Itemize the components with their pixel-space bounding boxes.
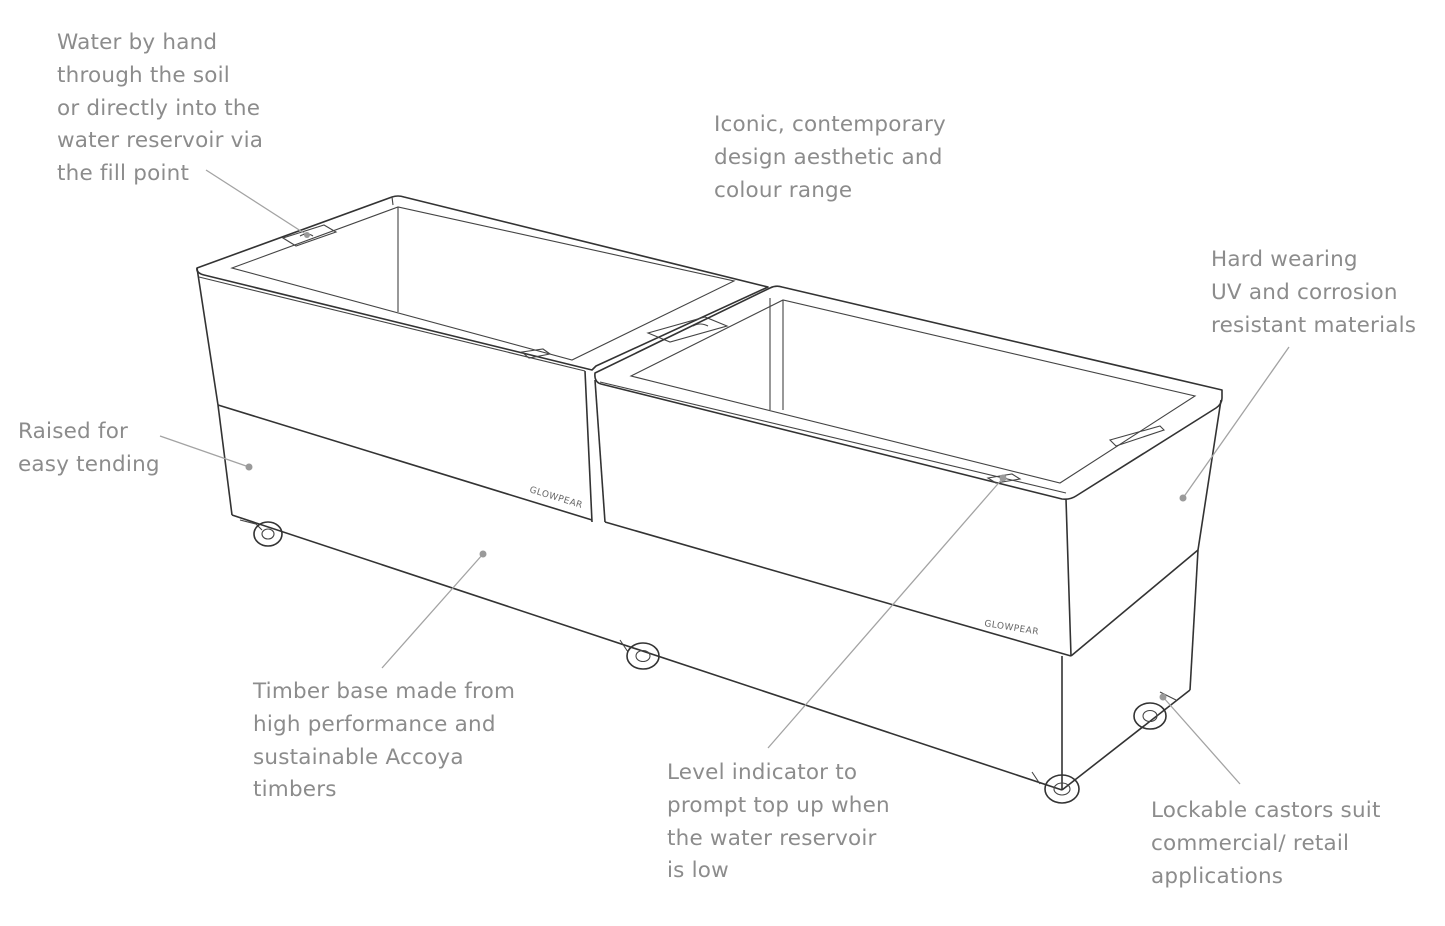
annotation-castors: Lockable castors suit commercial/ retail…: [1151, 795, 1381, 893]
annotation-line: Hard wearing: [1211, 247, 1358, 272]
annotation-line: is low: [667, 858, 729, 884]
annotation-line: Iconic, contemporary: [714, 112, 946, 137]
timber-base: [217, 404, 1199, 791]
annotation-line: Lockable castors suit: [1151, 798, 1381, 823]
annotation-line: commercial/ retail: [1151, 830, 1350, 856]
annotation-raised: Raised for easy tending: [18, 416, 160, 482]
castor-left: [239, 519, 283, 547]
annotation-materials: Hard wearing UV and corrosion resistant …: [1211, 244, 1416, 342]
leader-lines: [159, 169, 1290, 785]
annotation-line: the fill point: [57, 161, 190, 187]
leader-level: [767, 477, 1004, 749]
annotation-line: Raised for: [18, 419, 129, 444]
annotation-line: colour range: [714, 177, 853, 203]
annotation-line: prompt top up when: [667, 792, 890, 818]
leader-raised: [159, 435, 250, 468]
annotation-line: easy tending: [18, 451, 160, 477]
annotation-line: sustainable Accoya: [253, 744, 464, 770]
leader-materials: [1182, 346, 1290, 499]
annotation-line: timbers: [253, 777, 337, 803]
annotation-line: resistant materials: [1211, 312, 1417, 338]
castors: [239, 519, 1177, 804]
leader-castors: [1162, 696, 1241, 785]
castor-middle: [619, 639, 660, 670]
annotation-line: or directly into the: [57, 95, 261, 121]
annotation-line: water reservoir via: [57, 128, 264, 154]
brand-mark-right: GLOWPEAR: [984, 619, 1040, 638]
annotation-design: Iconic, contemporary design aesthetic an…: [714, 109, 946, 207]
annotation-line: high performance and: [253, 711, 496, 737]
annotation-line: Timber base made from: [253, 679, 516, 704]
castor-right: [1133, 691, 1177, 730]
castor-front: [1031, 771, 1080, 804]
leader-fill-point: [205, 169, 308, 236]
annotation-line: applications: [1151, 863, 1284, 889]
annotation-line: Level indicator to: [667, 760, 858, 785]
right-planter: [594, 285, 1223, 657]
leader-timber: [381, 553, 484, 669]
annotation-line: the water reservoir: [667, 825, 877, 851]
annotation-line: through the soil: [57, 62, 230, 88]
left-planter: [196, 195, 769, 523]
brand-mark-left: GLOWPEAR: [528, 485, 584, 511]
annotation-line: Water by hand: [57, 30, 218, 55]
annotation-fill-point: Water by hand through the soil or direct…: [57, 27, 263, 191]
annotation-line: design aesthetic and: [714, 144, 943, 170]
annotation-timber-base: Timber base made from high performance a…: [253, 676, 515, 807]
annotation-level-indicator: Level indicator to prompt top up when th…: [667, 757, 890, 888]
annotation-line: UV and corrosion: [1211, 279, 1398, 305]
